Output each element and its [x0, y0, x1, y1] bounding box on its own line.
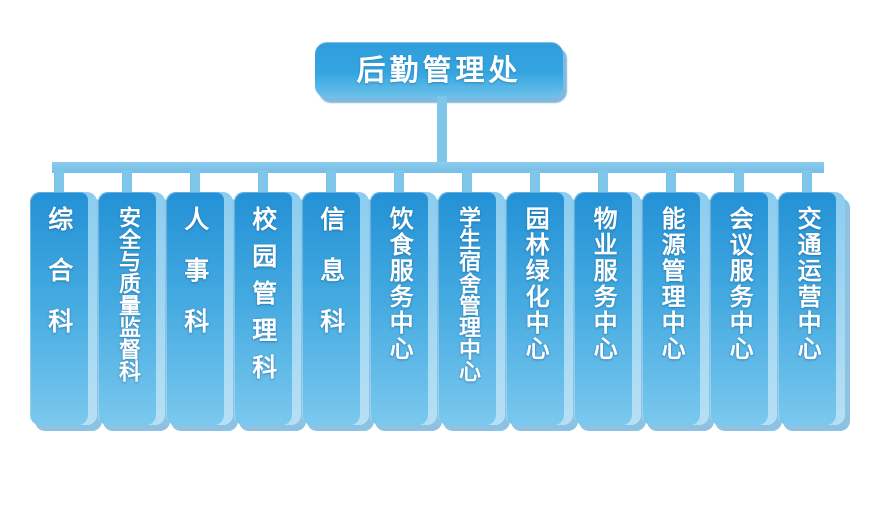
department-box-front-face: 学生宿舍管理中心 [438, 192, 496, 425]
department-box[interactable]: 物业服务中心 [574, 192, 646, 431]
department-box-front-face: 饮食服务中心 [370, 192, 428, 425]
connector-drop-5 [326, 170, 336, 194]
department-box-front-face: 校园管理科 [234, 192, 292, 425]
department-box-front-face: 安全与质量监督科 [98, 192, 156, 425]
connector-horizontal-bus [52, 162, 824, 173]
department-label: 物业服务中心 [589, 206, 618, 362]
root-node-logistics-office[interactable]: 后勤管理处 [315, 42, 567, 103]
connector-drop-6 [394, 170, 404, 194]
connector-root-stem [437, 96, 447, 164]
department-box[interactable]: 校园管理科 [234, 192, 306, 431]
department-box-front-face: 人事科 [166, 192, 224, 425]
department-label: 会议服务中心 [725, 206, 754, 362]
department-box[interactable]: 信息科 [302, 192, 374, 431]
department-box[interactable]: 安全与质量监督科 [98, 192, 170, 431]
department-label: 人事科 [180, 206, 210, 359]
department-box[interactable]: 交通运营中心 [778, 192, 850, 431]
connector-drop-7 [462, 170, 472, 194]
connector-drop-12 [802, 170, 812, 194]
department-label: 校园管理科 [248, 206, 278, 391]
root-node-face: 后勤管理处 [315, 42, 563, 98]
department-box[interactable]: 人事科 [166, 192, 238, 431]
connector-drop-3 [190, 170, 200, 194]
connector-drop-1 [54, 170, 64, 194]
department-box[interactable]: 园林绿化中心 [506, 192, 578, 431]
department-label: 交通运营中心 [793, 206, 822, 362]
department-box-front-face: 园林绿化中心 [506, 192, 564, 425]
department-label: 园林绿化中心 [521, 206, 550, 362]
connector-drop-10 [666, 170, 676, 194]
connector-drop-2 [122, 170, 132, 194]
department-box[interactable]: 综合科 [30, 192, 102, 431]
root-node-label: 后勤管理处 [356, 52, 522, 87]
department-box-front-face: 交通运营中心 [778, 192, 836, 425]
department-label: 饮食服务中心 [385, 206, 414, 362]
connector-drop-11 [734, 170, 744, 194]
connector-drop-9 [598, 170, 608, 194]
department-label: 综合科 [44, 206, 74, 359]
department-label: 学生宿舍管理中心 [454, 206, 480, 382]
connector-drop-4 [258, 170, 268, 194]
department-box-front-face: 信息科 [302, 192, 360, 425]
connector-drop-8 [530, 170, 540, 194]
department-box-front-face: 综合科 [30, 192, 88, 425]
department-box[interactable]: 能源管理中心 [642, 192, 714, 431]
department-label: 信息科 [316, 206, 346, 359]
department-box-front-face: 会议服务中心 [710, 192, 768, 425]
department-box[interactable]: 学生宿舍管理中心 [438, 192, 510, 431]
department-box[interactable]: 会议服务中心 [710, 192, 782, 431]
department-box[interactable]: 饮食服务中心 [370, 192, 442, 431]
department-box-front-face: 物业服务中心 [574, 192, 632, 425]
department-label: 能源管理中心 [657, 206, 686, 362]
department-label: 安全与质量监督科 [114, 206, 140, 382]
department-box-front-face: 能源管理中心 [642, 192, 700, 425]
